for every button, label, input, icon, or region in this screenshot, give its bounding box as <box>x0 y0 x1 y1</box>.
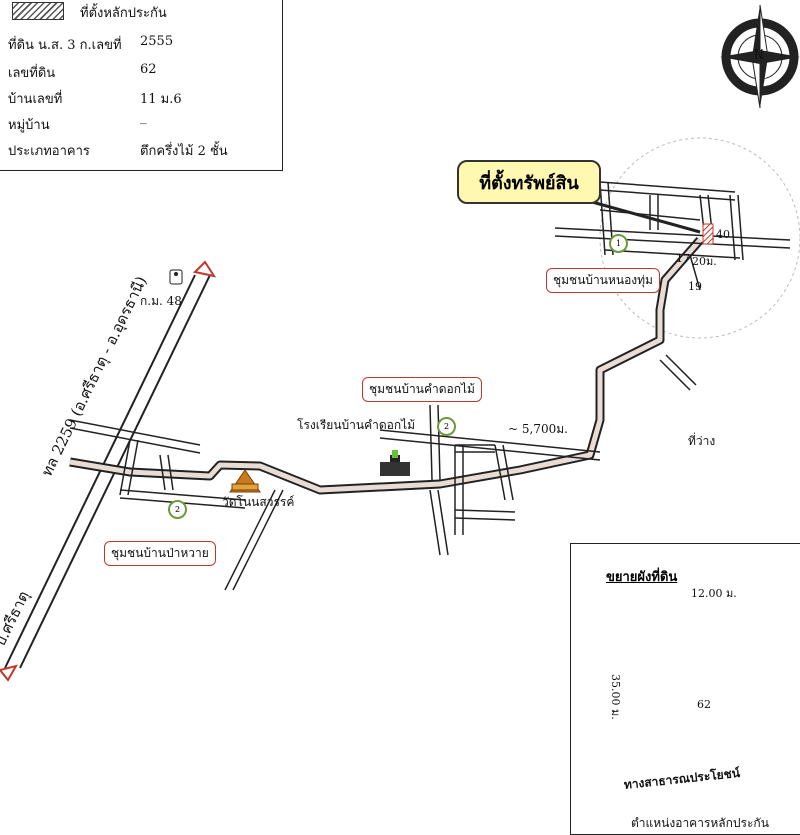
inset-depth-label: 35.00 ม. <box>609 674 622 720</box>
km-label: ก.ม. 48 <box>140 294 182 308</box>
inset-panel: ขยายผังที่ดิน 12.00 ม. 35.00 ม. 62 ทางสา… <box>570 543 800 835</box>
school-building-icon <box>380 450 410 476</box>
legend-label-house-number: บ้านเลขที่ <box>8 92 63 107</box>
house-40-label: 40 <box>716 228 730 241</box>
inset-footer: ตำแหน่งอาคารหลักประกัน <box>631 816 769 830</box>
temple-label: วัดโนนสวรรค์ <box>222 495 295 509</box>
community-nong-thum: ชุมชนบ้านหนองทุ่ม <box>546 268 660 293</box>
community-kham-dok-mai: ชุมชนบ้านคำดอกไม้ <box>362 377 482 402</box>
badge-2b: 2 <box>168 500 187 519</box>
legend-value-house-number: 11 ม.6 <box>140 92 182 107</box>
legend-hatch-label: ที่ตั้งหลักประกัน <box>80 6 167 21</box>
badge-1: 1 <box>609 234 628 253</box>
distance-20m-label: 20ม. <box>692 255 717 268</box>
legend-label-land-deed: ที่ดิน น.ส. 3 ก.เลขที่ <box>8 38 122 53</box>
local-roads <box>69 181 791 591</box>
legend-box: ที่ตั้งหลักประกัน ที่ดิน น.ส. 3 ก.เลขที่… <box>0 0 283 171</box>
hatch-swatch <box>12 2 64 20</box>
inset-road-label: ทางสาธารณประโยชน์ <box>623 765 741 792</box>
main-route <box>69 237 704 495</box>
school-label: โรงเรียนบ้านคำดอกไม้ <box>297 418 416 432</box>
km-marker-icon <box>169 269 183 285</box>
inset-title: ขยายผังที่ดิน <box>606 570 678 585</box>
legend-value-village: _ <box>140 110 147 125</box>
asset-area-circle <box>599 137 800 339</box>
highway-arrow-bottom <box>0 664 19 682</box>
vacant-label: ที่ว่าง <box>688 434 716 448</box>
asset-callout: ที่ตั้งทรัพย์สิน <box>457 160 601 204</box>
inset-width-label: 12.00 ม. <box>691 587 737 600</box>
asset-plot <box>702 223 714 245</box>
distance-label: ~ 5,700ม. <box>508 422 568 436</box>
house-17-label: 17 <box>676 252 690 265</box>
callout-pointer <box>584 198 701 234</box>
highway-arrow-top <box>192 260 217 278</box>
temple-icon <box>229 469 261 493</box>
legend-value-land-deed: 2555 <box>140 34 174 49</box>
legend-label-village: หมู่บ้าน <box>8 118 50 133</box>
legend-label-land-number: เลขที่ดิน <box>8 66 56 81</box>
compass-icon <box>720 4 800 109</box>
badge-2a: 2 <box>437 417 456 436</box>
community-pa-wai: ชุมชนบ้านป่าหวาย <box>104 541 216 566</box>
house-19-label: 19 <box>688 280 702 293</box>
compass-letter: N <box>754 48 764 63</box>
legend-value-land-number: 62 <box>140 62 157 77</box>
inset-plot-number: 62 <box>697 698 711 711</box>
legend-value-building-type: ตึกครึ่งไม้ 2 ชั้น <box>140 144 228 159</box>
legend-label-building-type: ประเภทอาคาร <box>8 144 90 159</box>
